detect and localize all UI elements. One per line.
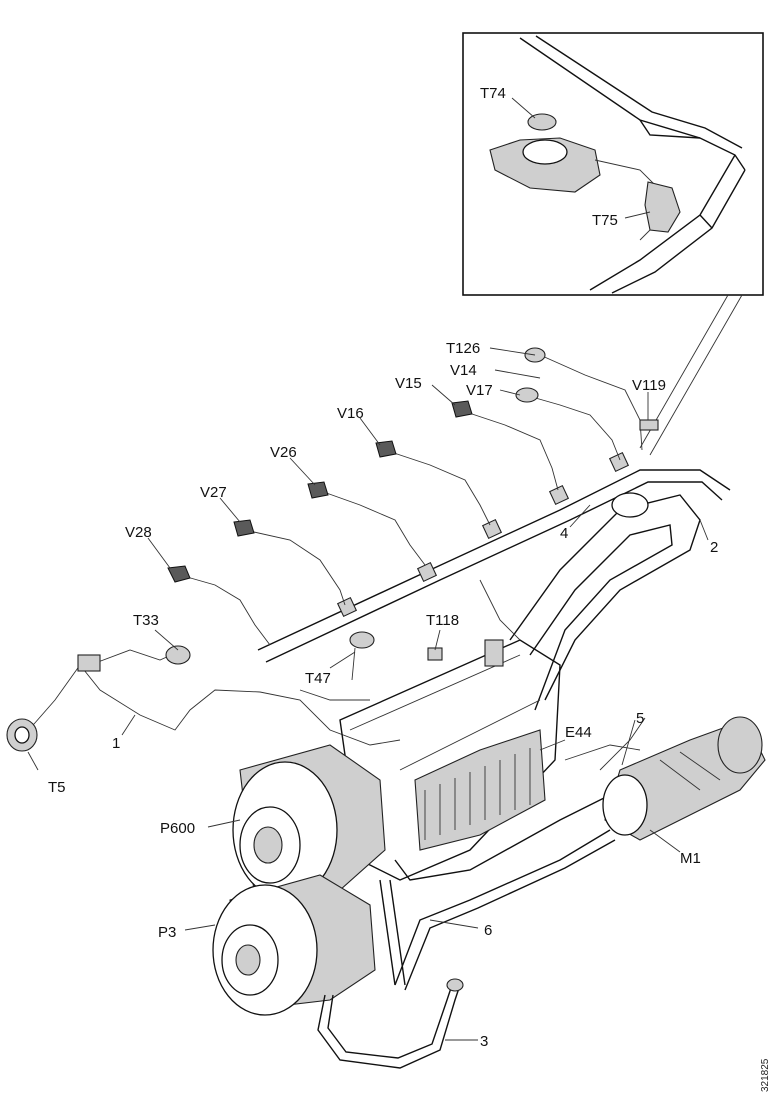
- sensor-T118: [427, 647, 443, 661]
- label-P3: P3: [158, 924, 176, 941]
- document-number: 321825: [760, 1058, 771, 1092]
- label-T126: T126: [446, 340, 480, 357]
- label-V15: V15: [395, 375, 422, 392]
- label-T75: T75: [592, 212, 618, 229]
- label-V17: V17: [466, 382, 493, 399]
- label-3: 3: [480, 1033, 488, 1050]
- label-M1: M1: [680, 850, 701, 867]
- label-V119: V119: [632, 377, 666, 394]
- label-2: 2: [710, 539, 718, 556]
- label-T74: T74: [480, 85, 506, 102]
- battery-cable: [394, 829, 616, 991]
- sensor-T47: [349, 631, 375, 681]
- engine-block: [339, 579, 621, 986]
- label-4: 4: [560, 525, 568, 542]
- label-V28: V28: [125, 524, 152, 541]
- label-1: 1: [112, 735, 120, 752]
- connector-V27: [233, 519, 255, 537]
- leader-lines: [27, 347, 709, 1041]
- inset-detail: [462, 32, 764, 456]
- sensor-T33: [165, 645, 191, 665]
- sensor-harness: [6, 631, 443, 752]
- label-V16: V16: [337, 405, 364, 422]
- alternator-P600: [232, 744, 386, 901]
- connector-V15: [451, 400, 473, 418]
- connector-V16: [375, 440, 397, 458]
- label-T118: T118: [426, 612, 459, 629]
- label-V27: V27: [200, 484, 227, 501]
- label-6: 6: [484, 922, 492, 939]
- connector-V119: [639, 419, 659, 431]
- label-E44: E44: [565, 724, 592, 741]
- label-T47: T47: [305, 670, 331, 687]
- exhaust-pipe: [509, 492, 701, 711]
- injector-harness: [167, 347, 731, 663]
- label-T5: T5: [48, 779, 66, 796]
- label-T33: T33: [133, 612, 159, 629]
- starter-motor-M1: [564, 716, 766, 841]
- ground-cable: [317, 978, 464, 1069]
- alternator-P3: [212, 874, 376, 1016]
- connector-V28: [167, 565, 191, 583]
- label-V14: V14: [450, 362, 477, 379]
- callout-labels: T74 T75 T126 V14 V17 V15 V119 V16 V26 V2…: [48, 85, 771, 1092]
- connector-V26: [307, 481, 329, 499]
- label-P600: P600: [160, 820, 195, 837]
- label-5: 5: [636, 710, 644, 727]
- connector-V17: [515, 387, 539, 403]
- label-V26: V26: [270, 444, 297, 461]
- sensor-T5: [6, 718, 38, 752]
- ecu-E44: [414, 729, 546, 851]
